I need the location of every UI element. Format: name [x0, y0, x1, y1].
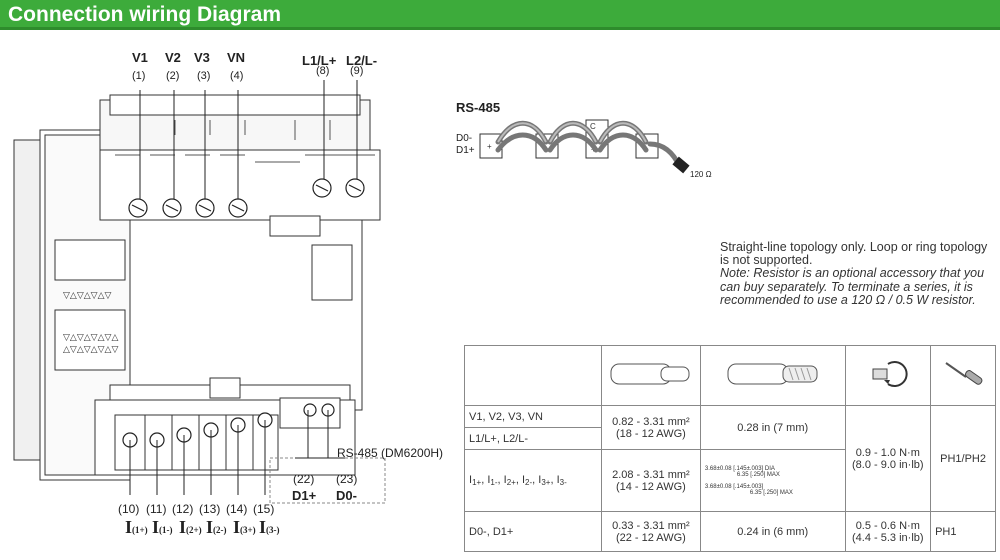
d1-label: D1+	[292, 488, 317, 503]
ferrule-dim-c: 3.68±0.08 [.145±.003]	[704, 483, 764, 490]
terminal-num-10: (10)	[118, 502, 140, 516]
terminal-label-l2: L2/L-	[346, 53, 378, 68]
row-voltage-torque: 0.9 - 1.0 N·m (8.0 - 9.0 in·lb)	[844, 405, 932, 512]
stripped-wire-icon	[727, 363, 818, 385]
current-label-3n: I(3-)	[259, 517, 280, 537]
screwdriver-icon	[944, 362, 982, 385]
terminal-label-v2: V2	[165, 50, 181, 65]
row-comm-terminals: D0-, D1+	[464, 511, 602, 552]
rs485-chain-drawing: C + + + +	[479, 119, 690, 174]
wiring-spec-table: V1, V2, V3, VN 0.82 - 3.31 mm² (18 - 12 …	[464, 345, 996, 552]
terminal-num-22: (22)	[293, 472, 315, 486]
wire-end-icon	[610, 363, 690, 385]
row-current-ferrule: 3.68±0.08 [.145±.003] DIA 6.35 [.250] MA…	[699, 449, 846, 512]
rs485-d0-label: D0-	[456, 133, 473, 144]
ferrule-dim-a: 3.68±0.08 [.145±.003] DIA	[704, 465, 775, 472]
terminal-label-v3: V3	[194, 50, 210, 65]
row-comm-wire: 0.33 - 3.31 mm² (22 - 12 AWG)	[600, 511, 701, 552]
svg-text:△▽△▽△▽△▽: △▽△▽△▽△▽	[63, 345, 118, 355]
terminal-num-11: (11)	[146, 502, 167, 516]
terminal-num-9: (9)	[350, 65, 364, 77]
row-current-wire: 2.08 - 3.31 mm² (14 - 12 AWG)	[600, 449, 701, 512]
row-voltage-wire: 0.82 - 3.31 mm² (18 - 12 AWG)	[600, 405, 701, 450]
current-label-2p: I(2+)	[179, 517, 202, 537]
resistor-note-text: Note: Resistor is an optional accessory …	[720, 266, 985, 307]
terminal-num-8: (8)	[316, 65, 330, 77]
current-label-2n: I(2-)	[206, 517, 227, 537]
table-header-strip	[699, 345, 846, 406]
terminal-num-12: (12)	[172, 502, 194, 516]
rs485-marker-1: +	[487, 142, 492, 151]
terminal-num-13: (13)	[199, 502, 221, 516]
topology-note: Straight-line topology only. Loop or rin…	[720, 240, 990, 307]
row-current-terminals: I1+, I1-, I2+, I2-, I3+, I3-	[464, 449, 602, 512]
svg-text:▽△▽△▽△▽△: ▽△▽△▽△▽△	[63, 333, 118, 343]
terminal-num-14: (14)	[226, 502, 248, 516]
current-label-3p: I(3+)	[233, 517, 256, 537]
topology-note-text: Straight-line topology only. Loop or rin…	[720, 240, 988, 268]
svg-text:▽△▽△▽△▽: ▽△▽△▽△▽	[63, 291, 112, 301]
terminal-num-3: (3)	[197, 70, 211, 82]
page-title: Connection wiring Diagram	[8, 3, 282, 26]
ferrule-dim-b: 6.35 [.250] MAX	[736, 471, 780, 478]
table-header-wire	[600, 345, 701, 406]
terminal-label-v1: V1	[132, 50, 148, 65]
terminal-num-4: (4)	[230, 70, 244, 82]
terminal-label-l1: L1/L+	[302, 53, 337, 68]
rs485-d1-label: D1+	[456, 145, 475, 156]
terminal-num-2: (2)	[166, 70, 180, 82]
current-label-1n: I(1-)	[152, 517, 173, 537]
terminal-num-1: (1)	[132, 70, 146, 82]
d0-label: D0-	[336, 488, 357, 503]
row-voltage-terminals: V1, V2, V3, VN	[464, 405, 602, 428]
table-header-torque	[844, 345, 932, 406]
rs485-marker-c: C	[590, 122, 596, 131]
current-label-1p: I(1+)	[125, 517, 148, 537]
row-comm-tool: PH1	[930, 511, 996, 552]
rs485-title: RS-485	[456, 100, 501, 115]
row-power-terminals: L1/L+, L2/L-	[464, 427, 602, 450]
resistor-label: 120 Ω	[690, 170, 712, 179]
row-comm-torque: 0.5 - 0.6 N·m (4.4 - 5.3 in·lb)	[844, 511, 932, 552]
row-comm-strip: 0.24 in (6 mm)	[699, 511, 846, 552]
torque-icon	[872, 361, 908, 387]
title-bar: Connection wiring Diagram	[0, 0, 1000, 30]
terminal-label-vn: VN	[227, 50, 246, 65]
terminal-num-15: (15)	[253, 502, 275, 516]
table-header-blank	[464, 345, 602, 406]
row-voltage-tool: PH1/PH2	[930, 405, 996, 512]
meter-drawing: ▽△▽△▽△▽ ▽△▽△▽△▽△ △▽△▽△▽△▽	[13, 80, 386, 504]
terminal-num-23: (23)	[336, 472, 358, 486]
ferrule-dim-d: 6.35 [.250] MAX	[749, 489, 793, 496]
rs485-block-title: RS-485 (DM6200H)	[337, 446, 444, 460]
row-voltage-strip: 0.28 in (7 mm)	[699, 405, 846, 450]
table-header-tool	[930, 345, 996, 406]
